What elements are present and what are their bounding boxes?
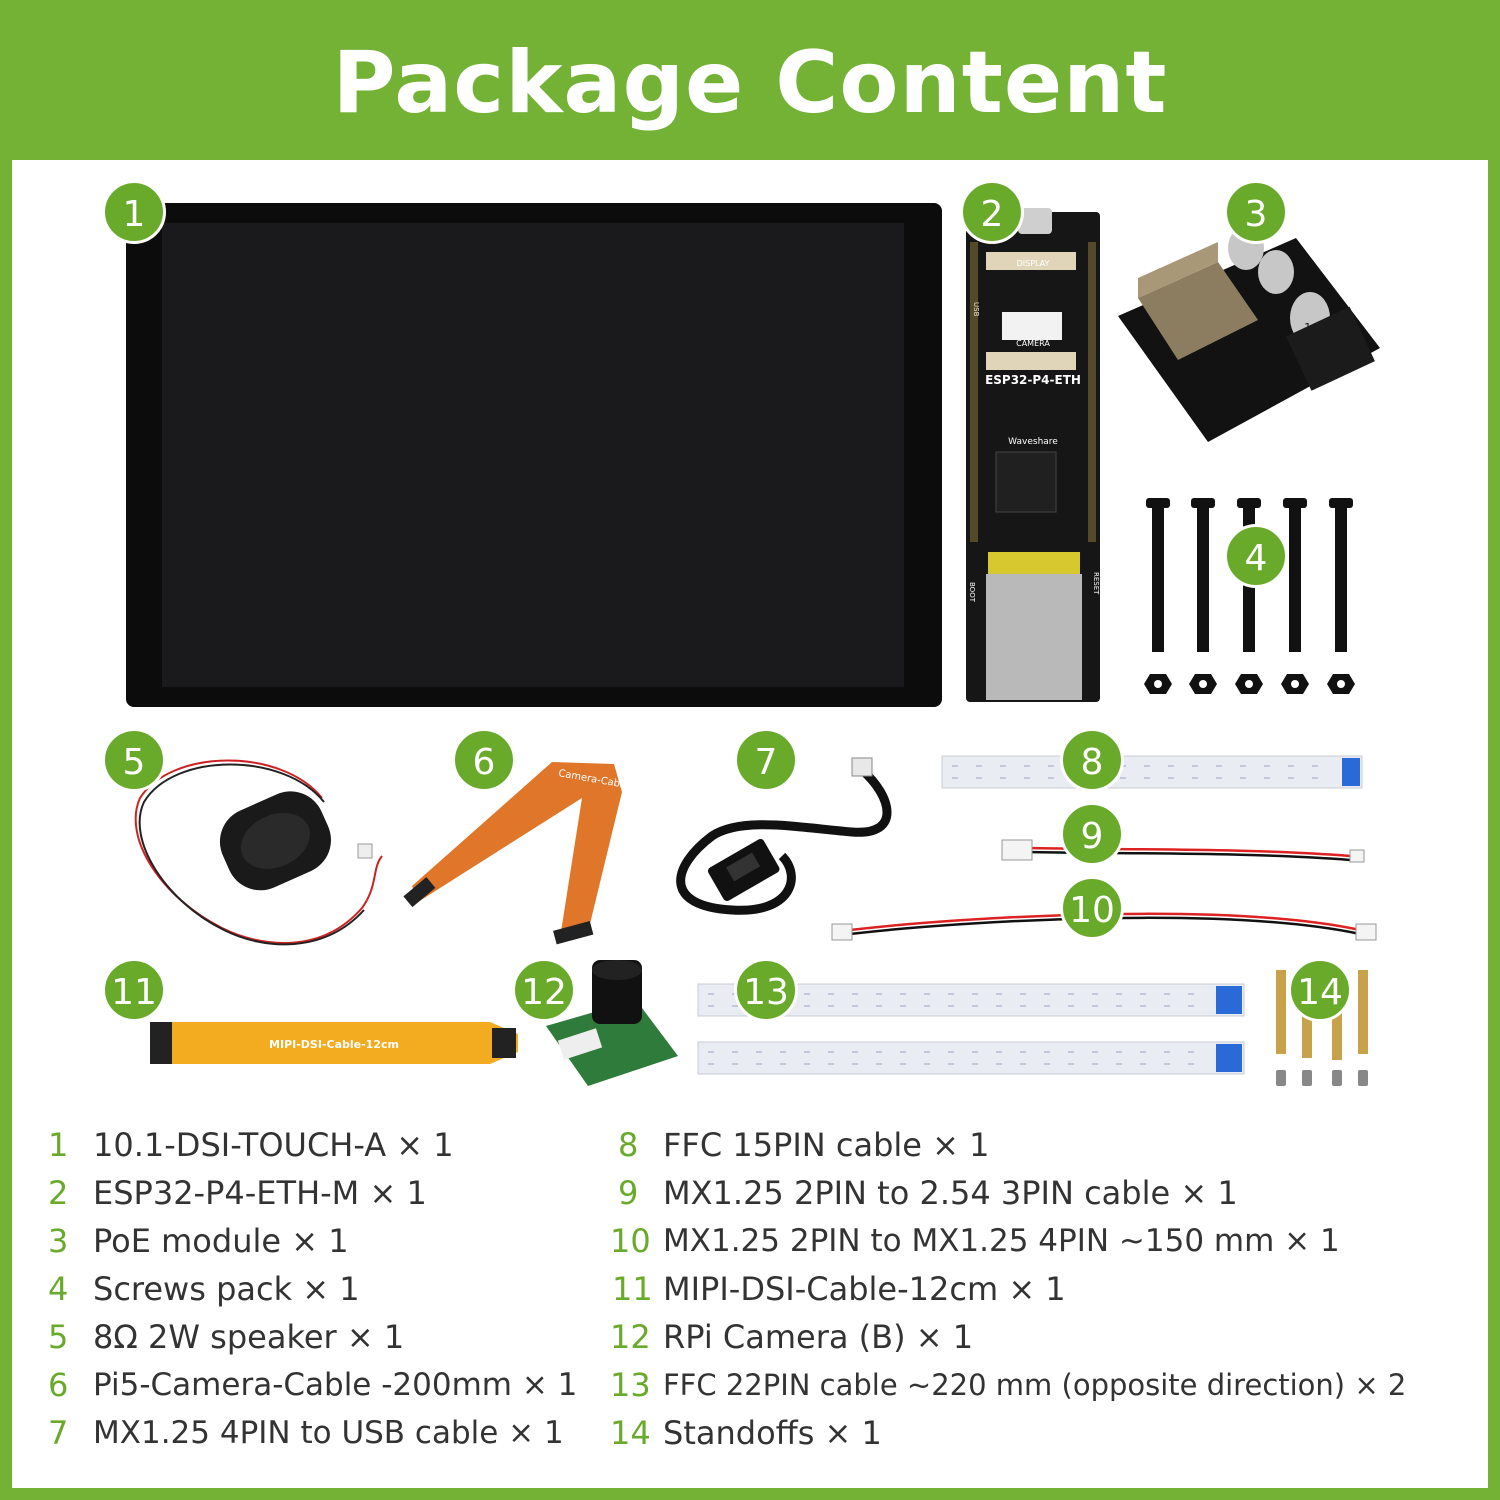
- list-item: 2 ESP32-P4-ETH-M × 1: [0, 1169, 600, 1217]
- speaker-image: [134, 759, 383, 946]
- board-boot-label: BOOT: [968, 582, 976, 603]
- pi5-camera-cable-image: Camera-Cable: [403, 762, 630, 945]
- list-item-text: MIPI-DSI-Cable-12cm × 1: [663, 1270, 1066, 1308]
- list-item-text: 10.1-DSI-TOUCH-A × 1: [93, 1126, 454, 1164]
- list-item: 4 Screws pack × 1: [0, 1265, 600, 1313]
- list-item: 13 FFC 22PIN cable ~220 mm (opposite dir…: [0, 1361, 1500, 1409]
- list-item-number: 13: [610, 1366, 651, 1404]
- list-item-number: 14: [610, 1414, 651, 1452]
- list-item-text: FFC 15PIN cable × 1: [663, 1126, 990, 1164]
- list-item-text: MX1.25 2PIN to 2.54 3PIN cable × 1: [663, 1174, 1238, 1212]
- list-item: 3 PoE module × 1: [0, 1217, 600, 1265]
- esp32-board-image: DISPLAY CAMERA ESP32-P4-ETH Waveshare US…: [966, 208, 1100, 702]
- list-item-number: 6: [48, 1366, 69, 1404]
- board-display-label: DISPLAY: [1017, 259, 1050, 268]
- item-badge: 12: [512, 958, 576, 1022]
- list-item-number: 4: [48, 1270, 69, 1308]
- item-badge: 4: [1224, 524, 1288, 588]
- list-item-text: MX1.25 2PIN to MX1.25 4PIN ~150 mm × 1: [663, 1223, 1340, 1259]
- list-item-text: Standoffs × 1: [663, 1414, 882, 1452]
- board-reset-label: RESET: [1092, 572, 1100, 595]
- item-badge: 11: [102, 958, 166, 1022]
- list-item: 7 MX1.25 4PIN to USB cable × 1: [0, 1409, 600, 1457]
- list-item: 11 MIPI-DSI-Cable-12cm × 1: [0, 1265, 1500, 1313]
- poe-module-image: 100V: [1118, 226, 1380, 442]
- page-title: Package Content: [332, 33, 1168, 133]
- item-badge: 6: [452, 728, 516, 792]
- list-item-number: 7: [48, 1414, 69, 1452]
- item-badge: 3: [1224, 180, 1288, 244]
- board-brand-label: Waveshare: [1008, 437, 1058, 447]
- item-badge: 7: [734, 728, 798, 792]
- mipi-cable-label: MIPI-DSI-Cable-12cm: [269, 1038, 399, 1051]
- item-badge: 9: [1060, 802, 1124, 866]
- list-item: 8 FFC 15PIN cable × 1: [0, 1121, 1500, 1169]
- list-item: 10 MX1.25 2PIN to MX1.25 4PIN ~150 mm × …: [0, 1217, 1500, 1265]
- list-item-number: 5: [48, 1318, 69, 1356]
- mipi-dsi-cable-image: MIPI-DSI-Cable-12cm: [150, 1022, 518, 1064]
- list-item-number: 11: [612, 1270, 653, 1308]
- board-model-label: ESP32-P4-ETH: [985, 373, 1081, 387]
- list-item-number: 3: [48, 1222, 69, 1260]
- list-item-number: 2: [48, 1174, 69, 1212]
- list-item-number: 10: [610, 1222, 651, 1260]
- display-panel-image: [126, 203, 942, 707]
- item-badge: 8: [1060, 728, 1124, 792]
- mx125-2pin-cable-image: [1001, 839, 1365, 863]
- item-badge: 13: [734, 958, 798, 1022]
- list-item-text: 8Ω 2W speaker × 1: [93, 1318, 405, 1356]
- item-badge: 1: [102, 180, 166, 244]
- board-camera-label: CAMERA: [1016, 339, 1050, 348]
- list-item-number: 12: [610, 1318, 651, 1356]
- list-item: 1 10.1-DSI-TOUCH-A × 1: [0, 1121, 600, 1169]
- list-item-text: Pi5-Camera-Cable -200mm × 1: [93, 1367, 578, 1403]
- list-item-text: PoE module × 1: [93, 1222, 349, 1260]
- list-item: 6 Pi5-Camera-Cable -200mm × 1: [0, 1361, 600, 1409]
- list-item-text: Screws pack × 1: [93, 1270, 360, 1308]
- list-item-number: 9: [618, 1174, 639, 1212]
- list-item-text: RPi Camera (B) × 1: [663, 1318, 974, 1356]
- list-item-text: ESP32-P4-ETH-M × 1: [93, 1174, 427, 1212]
- usb-cable-image: [676, 757, 892, 915]
- item-badge: 2: [960, 180, 1024, 244]
- list-item: 12 RPi Camera (B) × 1: [0, 1313, 1500, 1361]
- list-item-text: FFC 22PIN cable ~220 mm (opposite direct…: [663, 1368, 1407, 1402]
- item-badge: 10: [1060, 876, 1124, 940]
- item-badge: 14: [1288, 958, 1352, 1022]
- board-usb-label: USB: [972, 302, 980, 317]
- list-item-number: 8: [618, 1126, 639, 1164]
- ffc-15pin-cable-image: [941, 755, 1363, 789]
- standoffs-image: [1276, 970, 1368, 1086]
- rpi-camera-image: [546, 960, 678, 1086]
- list-item-text: MX1.25 4PIN to USB cable × 1: [93, 1415, 564, 1451]
- item-badge: 5: [102, 728, 166, 792]
- list-item: 14 Standoffs × 1: [0, 1409, 1500, 1457]
- list-item-number: 1: [48, 1126, 69, 1164]
- list-item: 9 MX1.25 2PIN to 2.54 3PIN cable × 1: [0, 1169, 1500, 1217]
- list-item: 5 8Ω 2W speaker × 1: [0, 1313, 600, 1361]
